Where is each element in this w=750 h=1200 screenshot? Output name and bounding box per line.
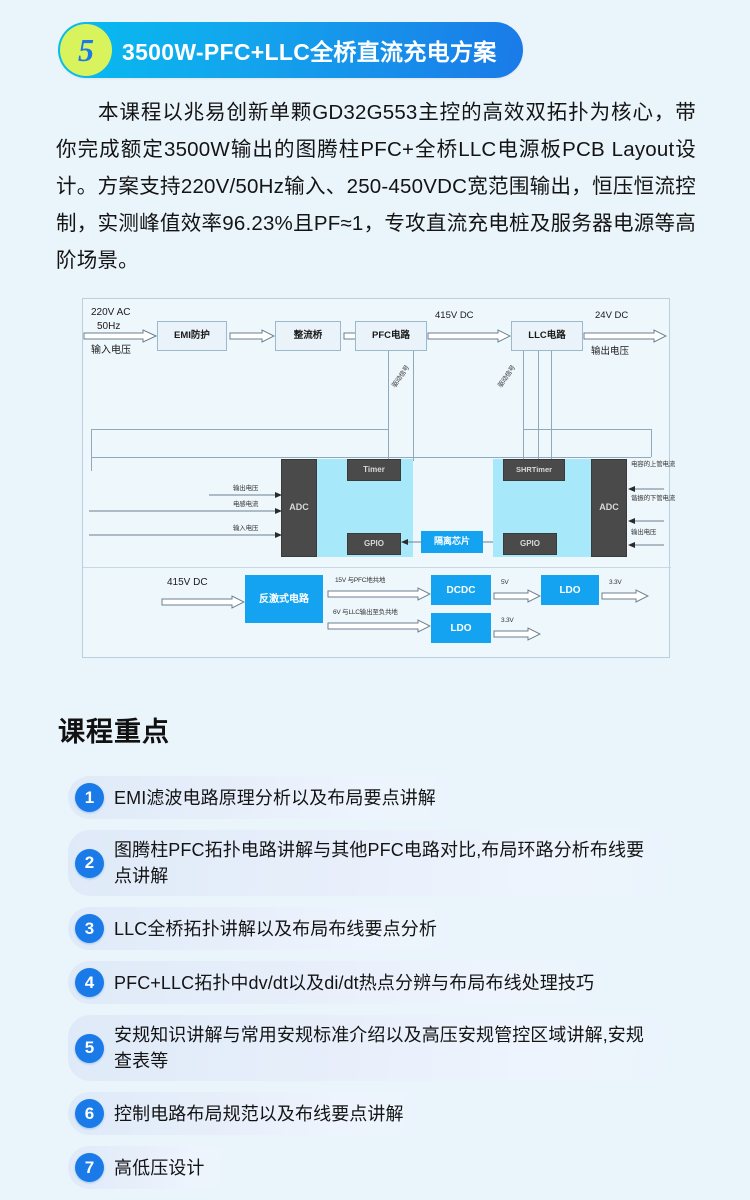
llc-drive-line	[523, 351, 524, 461]
arrow-flyback-to-ldo-icon	[327, 619, 431, 633]
llc-drive-line-3	[551, 351, 552, 461]
input-arrow-icon	[83, 329, 157, 343]
diagram-block-ldo-top: LDO	[541, 575, 599, 605]
diagram-block-dcdc: DCDC	[431, 575, 491, 605]
diagram-label-drive-pfc: 驱动信号	[391, 364, 412, 390]
arrow-gpio-left-to-isolation-icon	[401, 538, 423, 546]
highlight-text: LLC全桥拓扑讲解以及布局布线要点分析	[114, 918, 437, 939]
highlight-pill: 1 EMI滤波电路原理分析以及布局要点讲解	[68, 776, 464, 819]
arrow-dcdc-to-ldo-icon	[493, 589, 541, 603]
highlight-number-badge: 5	[75, 1033, 104, 1063]
section-number-badge: 5	[60, 24, 112, 76]
diagram-block-flyback: 反激式电路	[245, 575, 323, 623]
feedback-rail-left	[91, 429, 92, 471]
highlight-number-badge: 1	[75, 783, 104, 812]
diagram-label-left-sense-1: 输出电压	[233, 485, 259, 492]
highlight-pill: 4 PFC+LLC拓扑中dv/dt以及di/dt热点分辨与布局布线处理技巧	[68, 961, 623, 1004]
highlight-number-badge: 4	[75, 968, 104, 997]
diagram-label-24v-dc: 24V DC	[595, 310, 629, 321]
diagram-label-ldo-bottom-out: 3.3V	[501, 617, 514, 624]
diagram-label-left-sense-3: 输入电压	[233, 525, 259, 532]
diagram-block-adc-left: ADC	[281, 459, 317, 557]
highlights-list: 1 EMI滤波电路原理分析以及布局要点讲解 2 图腾柱PFC拓扑电路讲解与其他P…	[68, 776, 688, 1200]
diagram-label-flyback-out-bottom: 6V 与LLC输出至负共地	[333, 609, 398, 616]
highlight-number-badge: 7	[75, 1153, 104, 1182]
diagram-block-gpio-right: GPIO	[503, 533, 557, 555]
list-item: 4 PFC+LLC拓扑中dv/dt以及di/dt热点分辨与布局布线处理技巧	[68, 961, 688, 1004]
diagram-block-llc: LLC电路	[511, 321, 583, 351]
arrow-ldo-bottom-out-icon	[493, 627, 541, 641]
arrow-ldo-top-out-icon	[601, 589, 649, 603]
diagram-label-right-sense-2: 谐振的下管电流	[631, 495, 676, 502]
arrow-right-sense-1-icon	[627, 485, 665, 493]
section-header-banner: 5 3500W-PFC+LLC全桥直流充电方案	[58, 22, 523, 78]
highlight-text: EMI滤波电路原理分析以及布局要点讲解	[114, 787, 436, 808]
diagram-block-rectifier: 整流桥	[275, 321, 341, 351]
feedback-rail-top	[91, 429, 389, 430]
highlight-pill: 5 安规知识讲解与常用安规标准介绍以及高压安规管控区域讲解,安规查表等	[68, 1015, 688, 1081]
arrow-pfc-to-llc-icon	[427, 329, 511, 343]
diagram-block-emi: EMI防护	[157, 321, 227, 351]
pfc-drive-line	[388, 351, 389, 461]
feedback-rail-right	[651, 429, 652, 457]
arrow-right-sense-3-icon	[627, 541, 665, 549]
diagram-label-flyback-out-top: 15V 与PFC地共地	[335, 577, 386, 584]
diagram-label-left-sense-2: 电感电流	[233, 501, 259, 508]
highlight-pill: 2 图腾柱PFC拓扑电路讲解与其他PFC电路对比,布局环路分析布线要点讲解	[68, 830, 688, 896]
diagram-block-pfc: PFC电路	[355, 321, 427, 351]
list-item: 6 控制电路布局规范以及布线要点讲解	[68, 1092, 688, 1135]
arrow-emi-to-rectifier-icon	[229, 329, 275, 343]
highlights-heading: 课程重点	[58, 717, 170, 747]
diagram-block-gpio-left: GPIO	[347, 533, 401, 555]
diagram-label-ldo-top-out: 3.3V	[609, 579, 622, 586]
diagram-label-right-sense-3: 输出电压	[631, 529, 657, 536]
highlight-text: PFC+LLC拓扑中dv/dt以及di/dt热点分辨与布局布线处理技巧	[114, 972, 595, 993]
list-item: 1 EMI滤波电路原理分析以及布局要点讲解	[68, 776, 688, 819]
diagram-label-drive-llc: 驱动信号	[497, 364, 518, 390]
highlight-text: 图腾柱PFC拓扑电路讲解与其他PFC电路对比,布局环路分析布线要点讲解	[114, 840, 645, 886]
banner-pill: 5 3500W-PFC+LLC全桥直流充电方案	[58, 22, 523, 78]
highlight-number-badge: 3	[75, 914, 104, 943]
diagram-label-output-voltage: 输出电压	[591, 346, 630, 357]
highlight-pill: 6 控制电路布局规范以及布线要点讲解	[68, 1092, 432, 1135]
highlight-pill: 7 高低压设计	[68, 1146, 233, 1189]
diagram-block-ldo-bottom: LDO	[431, 613, 491, 643]
diagram-input-ac-label: 220V AC	[91, 307, 131, 318]
diagram-input-freq-label: 50Hz	[97, 321, 121, 332]
diagram-label-right-sense-1: 电容的上管电流	[631, 461, 676, 468]
diagram-label-415v-dc: 415V DC	[435, 310, 474, 321]
diagram-block-timer: Timer	[347, 459, 401, 481]
list-item: 3 LLC全桥拓扑讲解以及布局布线要点分析	[68, 907, 688, 950]
arrow-left-sense-2-icon	[89, 507, 283, 515]
arrow-to-flyback-icon	[161, 595, 245, 609]
highlight-number-badge: 6	[75, 1099, 104, 1128]
feedback-rail-mid	[91, 457, 651, 458]
pfc-drive-line-2	[413, 351, 414, 461]
diagram-block-isolation-chip: 隔离芯片	[421, 531, 483, 553]
highlight-pill: 3 LLC全桥拓扑讲解以及布局布线要点分析	[68, 907, 465, 950]
feedback-rail-top-right	[523, 429, 651, 430]
arrow-left-sense-1-icon	[209, 491, 283, 499]
arrow-flyback-to-dcdc-icon	[327, 587, 431, 601]
course-intro-paragraph: 本课程以兆易创新单颗GD32G553主控的高效双拓扑为核心，带你完成额定3500…	[56, 101, 696, 272]
diagram-bottom-divider	[83, 567, 671, 568]
highlight-text: 控制电路布局规范以及布线要点讲解	[114, 1103, 404, 1124]
arrow-llc-output-icon	[583, 329, 667, 343]
diagram-block-shrtimer: SHRTimer	[503, 459, 565, 481]
diagram-input-voltage-label: 输入电压	[91, 345, 131, 356]
arrow-left-sense-3-icon	[89, 531, 283, 539]
list-item: 5 安规知识讲解与常用安规标准介绍以及高压安规管控区域讲解,安规查表等	[68, 1015, 688, 1081]
highlight-text: 高低压设计	[114, 1157, 205, 1178]
highlight-number-badge: 2	[75, 848, 104, 878]
diagram-label-flyback-input: 415V DC	[167, 577, 208, 588]
diagram-label-dcdc-out: 5V	[501, 579, 509, 586]
arrow-right-sense-2-icon	[627, 517, 665, 525]
list-item: 7 高低压设计	[68, 1146, 688, 1189]
highlight-text: 安规知识讲解与常用安规标准介绍以及高压安规管控区域讲解,安规查表等	[114, 1025, 644, 1071]
llc-drive-line-2	[538, 351, 539, 461]
diagram-block-adc-right: ADC	[591, 459, 627, 557]
section-title: 3500W-PFC+LLC全桥直流充电方案	[122, 39, 497, 65]
list-item: 2 图腾柱PFC拓扑电路讲解与其他PFC电路对比,布局环路分析布线要点讲解	[68, 830, 688, 896]
power-architecture-diagram: 220V AC 50Hz 输入电压 EMI防护 整流桥 PFC电路 415V D…	[82, 298, 675, 658]
